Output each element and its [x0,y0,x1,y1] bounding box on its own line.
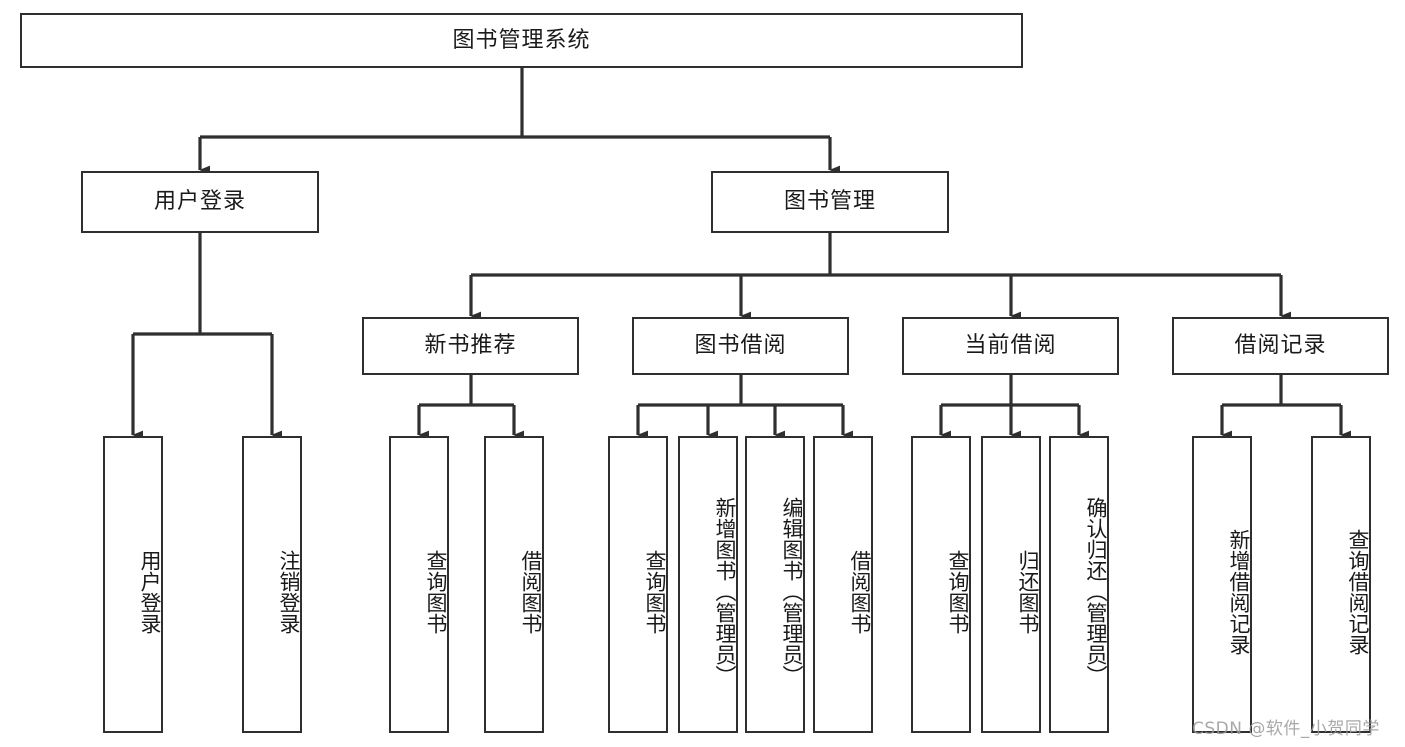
node-label: 确认归还（管理员） [1084,497,1108,686]
node-label: 借阅图书 [519,549,543,634]
node-leaf-borrow-book-1[interactable]: 借阅图书 [484,436,544,733]
node-book-borrow[interactable]: 图书借阅 [632,317,849,375]
node-label: 查询图书 [946,549,970,634]
node-leaf-add-book[interactable]: 新增图书（管理员） [678,436,738,733]
node-leaf-edit-book[interactable]: 编辑图书（管理员） [745,436,805,733]
node-label: 查询借阅记录 [1346,528,1370,655]
node-root[interactable]: 图书管理系统 [20,13,1023,68]
node-label: 图书管理 [783,189,876,215]
node-leaf-confirm-return[interactable]: 确认归还（管理员） [1049,436,1109,733]
node-leaf-logout[interactable]: 注销登录 [242,436,302,733]
node-label: 编辑图书（管理员） [780,497,804,686]
node-leaf-query-book-3[interactable]: 查询图书 [911,436,971,733]
node-label: 借阅记录 [1234,333,1327,359]
node-current-borrow[interactable]: 当前借阅 [902,317,1119,375]
node-label: 新书推荐 [424,333,517,359]
node-label: 图书管理系统 [452,27,591,53]
node-new-book-rec[interactable]: 新书推荐 [362,317,579,375]
node-label: 查询图书 [643,549,667,634]
csdn-watermark: CSDN @软件_小贺同学 [1192,719,1380,739]
node-leaf-query-record[interactable]: 查询借阅记录 [1311,436,1371,733]
node-label: 用户登录 [153,189,246,215]
node-label: 查询图书 [424,549,448,634]
node-leaf-query-book-2[interactable]: 查询图书 [608,436,668,733]
node-user-login[interactable]: 用户登录 [81,171,319,233]
node-label: 用户登录 [138,549,162,634]
node-label: 图书借阅 [694,333,787,359]
node-label: 借阅图书 [848,549,872,634]
node-leaf-borrow-book-2[interactable]: 借阅图书 [813,436,873,733]
node-leaf-query-book-1[interactable]: 查询图书 [389,436,449,733]
node-label: 归还图书 [1016,549,1040,634]
node-label: 注销登录 [277,549,301,634]
node-borrow-record[interactable]: 借阅记录 [1172,317,1389,375]
node-leaf-add-record[interactable]: 新增借阅记录 [1192,436,1252,733]
node-book-manage[interactable]: 图书管理 [711,171,949,233]
node-leaf-return-book[interactable]: 归还图书 [981,436,1041,733]
node-label: 新增图书（管理员） [713,497,737,686]
node-leaf-user-login[interactable]: 用户登录 [103,436,163,733]
node-label: 新增借阅记录 [1227,528,1251,655]
node-label: 当前借阅 [964,333,1057,359]
